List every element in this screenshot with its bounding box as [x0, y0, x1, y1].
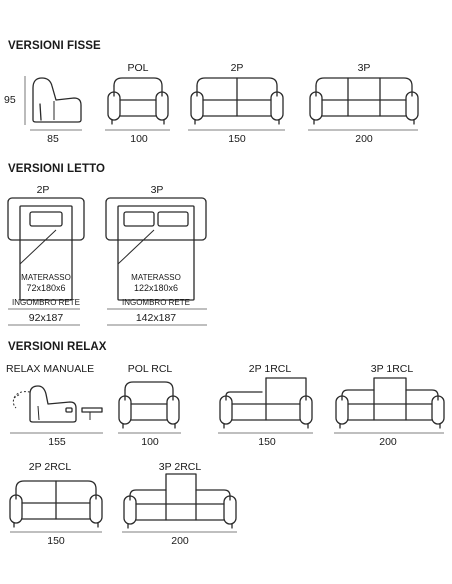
sofa-3p-2rcl — [123, 473, 237, 529]
pol-rcl-armchair — [118, 381, 180, 429]
bed-3p-mattress-title: MATERASSO — [131, 273, 181, 282]
bed-2p-rete-size: 92x187 — [28, 312, 64, 324]
p2-2rcl-label: 2P 2RCL — [28, 461, 72, 473]
sofa-3p-1rcl — [335, 377, 445, 429]
sofa-bed-2p — [7, 197, 85, 301]
pol-armchair — [107, 77, 169, 125]
p2-1rcl-width-label: 150 — [258, 436, 276, 448]
sofa-side-view — [32, 77, 82, 123]
bed-2p-mattress-size: 72x180x6 — [26, 283, 66, 293]
bed-3p-mattress-size: 122x180x6 — [133, 283, 179, 293]
p3-1rcl-width-label: 200 — [379, 436, 397, 448]
section-title-relax: VERSIONI RELAX — [8, 341, 107, 353]
sofa-3p — [309, 77, 419, 125]
height-label: 95 — [4, 94, 16, 106]
sofa-2p — [190, 77, 284, 125]
relax-manual-side-view — [12, 385, 103, 423]
p3-2rcl-width-label: 200 — [171, 535, 189, 547]
pol-rcl-label: POL RCL — [127, 363, 173, 375]
bed-2p-label: 2P — [36, 184, 50, 196]
bed-3p-rete-title: INGOMBRO RETE — [121, 298, 190, 307]
bed-3p-label: 3P — [150, 184, 164, 196]
bed-2p-mattress-title: MATERASSO — [21, 273, 71, 282]
p3-1rcl-label: 3P 1RCL — [370, 363, 414, 375]
side-width-label: 85 — [47, 133, 59, 145]
p3-width-label: 200 — [355, 133, 373, 145]
p2-label: 2P — [230, 62, 244, 74]
sofa-bed-3p — [105, 197, 207, 301]
pol-label: POL — [127, 62, 149, 74]
p2-2rcl-width-label: 150 — [47, 535, 65, 547]
sofa-2p-1rcl — [219, 377, 313, 429]
p3-2rcl-label: 3P 2RCL — [158, 461, 202, 473]
p3-label: 3P — [357, 62, 371, 74]
section-title-fisse: VERSIONI FISSE — [8, 40, 101, 52]
pol-rcl-width-label: 100 — [141, 436, 159, 448]
p2-width-label: 150 — [228, 133, 246, 145]
relax-manual-label: RELAX MANUALE — [6, 363, 95, 375]
bed-2p-rete-title: INGOMBRO RETE — [11, 298, 80, 307]
sofa-2p-2rcl — [9, 480, 103, 528]
bed-3p-rete-size: 142x187 — [135, 312, 177, 324]
pol-width-label: 100 — [130, 133, 148, 145]
relax-manual-width-label: 155 — [48, 436, 66, 448]
p2-1rcl-label: 2P 1RCL — [248, 363, 292, 375]
section-title-letto: VERSIONI LETTO — [8, 163, 106, 175]
